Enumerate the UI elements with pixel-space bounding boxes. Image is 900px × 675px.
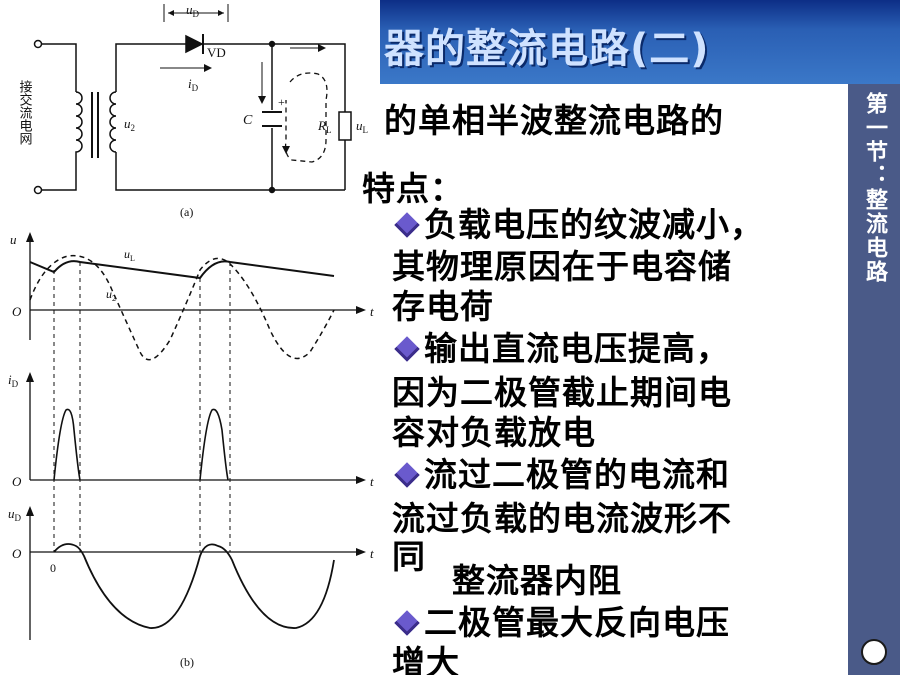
axis-ud-label: uD	[8, 506, 22, 523]
discharge-loop	[284, 72, 328, 163]
secondary-wire-bottom	[115, 152, 345, 191]
axis-t-label-3: t	[370, 546, 374, 561]
curve-ud	[53, 543, 335, 629]
origin-label-2: O	[12, 474, 22, 489]
primary-wire	[42, 43, 77, 191]
waveform-axes	[26, 232, 366, 640]
curve-ul-label: uL	[124, 247, 135, 263]
diode-symbol	[185, 34, 204, 54]
secondary-coil	[109, 91, 117, 153]
bullet-diamond-icon	[394, 609, 420, 636]
rectifier-figure: uD VD iD u2 C + RL uL 接交流电网 (a)	[0, 0, 380, 675]
secondary-wire-top	[115, 43, 186, 92]
primary-coil	[75, 91, 83, 160]
slide-content: 的单相半波整流电路的 特点： 负载电压的纹波减小， 其物理原因在于电容储 存电荷…	[362, 84, 846, 675]
label-c: C	[243, 113, 253, 128]
text-line: 存电荷	[392, 287, 494, 326]
wire-after-diode	[203, 43, 346, 112]
curve-u2-label: u2	[106, 287, 116, 303]
bullet-diamond-icon	[394, 211, 420, 238]
text-line: 容对负载放电	[392, 413, 596, 452]
zero-label: 0	[50, 561, 56, 575]
label-id: iD	[188, 76, 199, 93]
label-ul: uL	[356, 118, 368, 135]
text-line: 同	[392, 537, 426, 576]
text-line: 整流器内阻	[452, 561, 622, 600]
chapter-sidebar: 第一节：整流电路	[848, 84, 900, 675]
axis-id-label: iD	[8, 372, 19, 389]
terminal-bottom	[33, 185, 43, 195]
circuit-labels: uD VD iD u2 C + RL uL 接交流电网 (a)	[17, 2, 369, 219]
caption-b: (b)	[180, 655, 194, 669]
bullet-line: 流过二极管的电流和	[392, 448, 730, 496]
curve-ul	[29, 260, 335, 280]
label-plus: +	[278, 95, 285, 109]
label-u2: u2	[124, 116, 135, 133]
nav-circle-button[interactable]	[861, 639, 887, 665]
label-ud: uD	[186, 2, 200, 19]
slide-title: 器的整流电路(二)	[384, 26, 710, 72]
label-vd: VD	[207, 45, 226, 60]
bullet-diamond-icon	[394, 335, 420, 362]
text-line: 的单相半波整流电路的	[384, 101, 724, 140]
label-rl: RL	[317, 118, 331, 135]
axis-u-label: u	[10, 232, 17, 247]
caption-a: (a)	[180, 205, 193, 219]
bullet-line: 负载电压的纹波减小，	[392, 198, 764, 246]
bullet-diamond-icon	[394, 461, 420, 488]
sidebar-chapter-text: 第一节：整流电路	[862, 92, 887, 284]
bullet-line: 输出直流电压提高，	[392, 322, 730, 370]
label-source: 接交流电网	[17, 79, 33, 145]
load-resistor	[338, 111, 352, 141]
axis-t-label-1: t	[370, 304, 374, 319]
text-line: 特点：	[362, 169, 464, 208]
waveform-labels: u iD uD t t t O O O 0 uL u2 (b)	[8, 232, 374, 669]
text-line: 其物理原因在于电容储	[392, 247, 732, 286]
origin-label-3: O	[12, 546, 22, 561]
axis-t-label-2: t	[370, 474, 374, 489]
terminal-top	[33, 39, 43, 49]
text-line: 增大	[392, 643, 460, 675]
waveform-curves	[29, 254, 335, 629]
origin-label-1: O	[12, 304, 22, 319]
curve-u2	[29, 254, 335, 361]
bullet-line: 二极管最大反向电压	[392, 596, 730, 644]
curve-id	[53, 408, 229, 481]
text-line: 流过负载的电流波形不	[392, 499, 732, 538]
circuit-diagram	[33, 4, 352, 195]
text-line: 因为二极管截止期间电	[392, 373, 732, 412]
